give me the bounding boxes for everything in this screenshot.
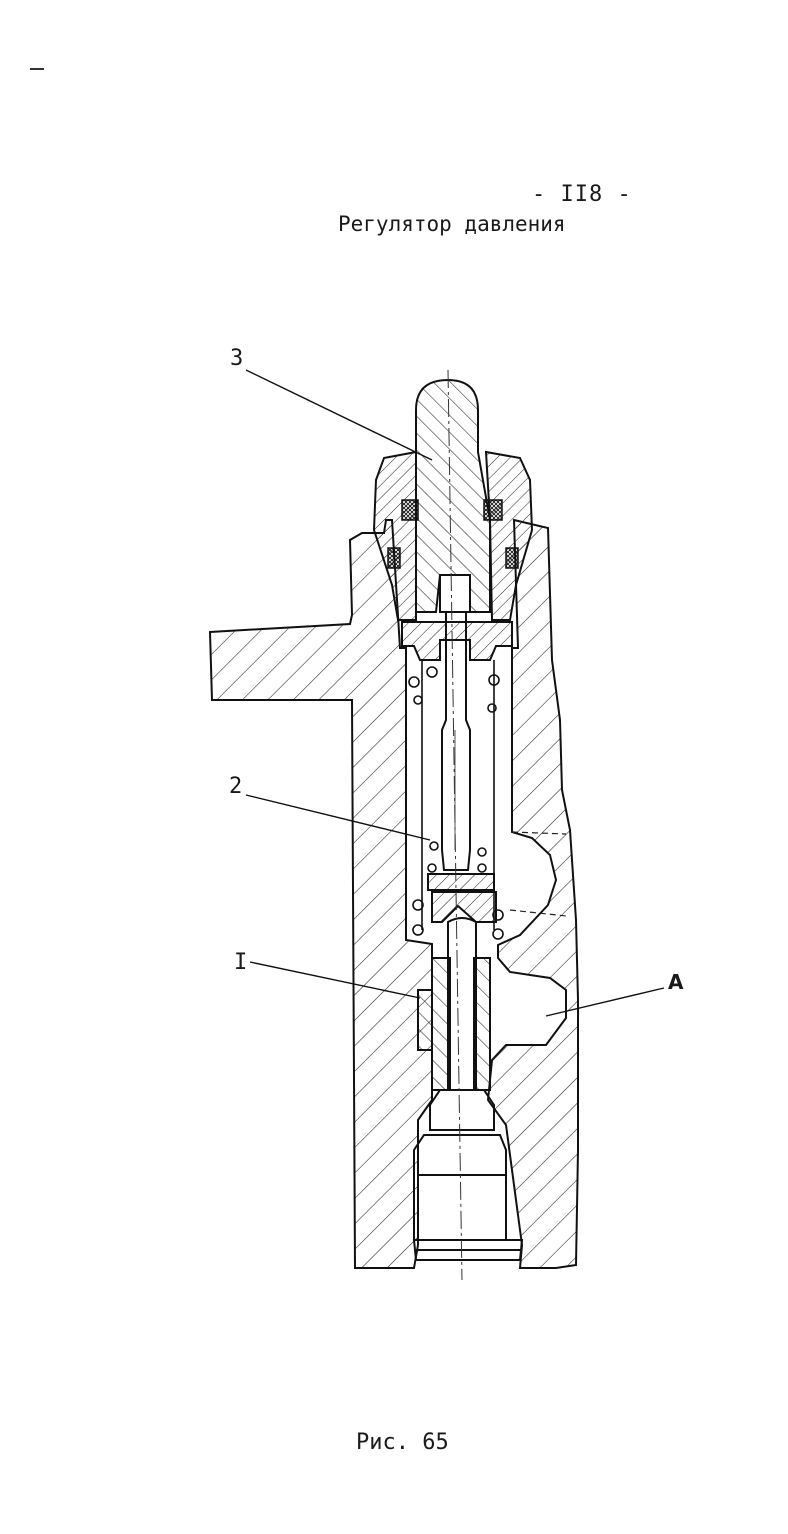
housing-body <box>208 518 579 1269</box>
adjusting-screw <box>415 378 491 613</box>
callout-part-3: 3 <box>230 346 244 371</box>
cap-nut <box>372 450 534 621</box>
callout-part-1: I <box>234 950 248 975</box>
plunger <box>429 917 495 1131</box>
chamber-a-outline <box>509 831 567 917</box>
seal-rings <box>387 499 519 569</box>
leader-lines <box>245 369 665 1017</box>
bushing <box>417 957 491 1091</box>
callout-zone-a: A <box>668 970 684 994</box>
valve-stem <box>439 574 471 871</box>
page-title: Регулятор давления <box>338 212 566 236</box>
spring-coils <box>408 666 504 940</box>
spring-plate <box>401 621 513 661</box>
scan-mark <box>30 68 44 70</box>
bottom-plug <box>412 1134 524 1261</box>
page-number: - II8 - <box>532 182 632 207</box>
figure-caption: Рис. 65 <box>356 1430 449 1455</box>
valve-disc <box>427 873 497 923</box>
center-axis <box>447 369 463 1281</box>
callout-part-2: 2 <box>229 774 243 799</box>
